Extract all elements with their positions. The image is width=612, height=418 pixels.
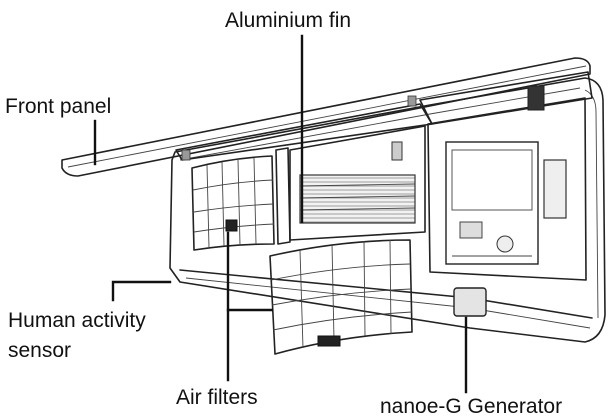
left-air-filter bbox=[191, 155, 275, 251]
aluminium-fin-label: Aluminium fin bbox=[225, 9, 351, 32]
human-activity-sensor-label-line1: Human activity bbox=[8, 309, 146, 332]
nanoe-g-generator-unit bbox=[453, 287, 487, 317]
aluminium-fin-area bbox=[289, 125, 426, 241]
human-activity-sensor-label-line2: sensor bbox=[8, 339, 71, 362]
bottom-louver bbox=[179, 269, 593, 329]
human-activity-sensor-unit bbox=[225, 219, 238, 232]
control-compartment bbox=[427, 85, 587, 281]
nanoe-g-generator-label: nanoe-G Generator bbox=[380, 395, 562, 418]
front-panel-label: Front panel bbox=[5, 95, 111, 118]
removed-air-filter bbox=[269, 239, 413, 355]
center-post bbox=[275, 147, 291, 245]
air-filters-label: Air filters bbox=[176, 386, 258, 409]
human-activity-sensor-leader bbox=[111, 280, 172, 302]
